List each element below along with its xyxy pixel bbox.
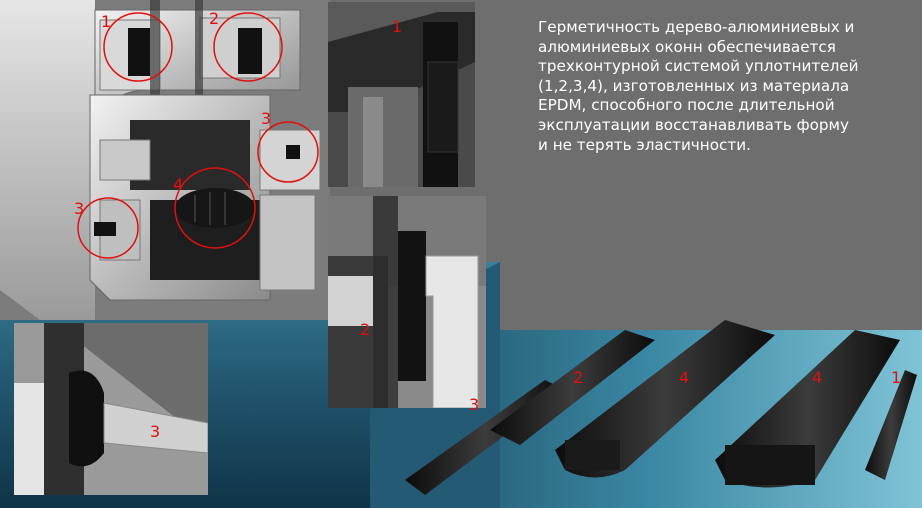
detail-label-3: 3 <box>150 422 161 441</box>
rubber-seal-strips-image <box>405 320 917 495</box>
seal-detail-3-image <box>14 323 208 495</box>
strip-label-4-a: 4 <box>679 368 690 387</box>
window-profile-cross-section-image <box>0 0 330 320</box>
profile-label-3-left: 3 <box>74 199 85 218</box>
profile-label-2: 2 <box>209 9 220 28</box>
strip-label-3: 3 <box>469 395 480 414</box>
profile-label-4: 4 <box>173 175 184 194</box>
profile-label-1: 1 <box>101 12 112 31</box>
strip-label-4-b: 4 <box>812 368 823 387</box>
seal-detail-1-image <box>328 2 475 187</box>
strip-label-1: 1 <box>891 368 902 387</box>
seal-detail-2-image <box>328 196 486 408</box>
profile-label-3-right: 3 <box>261 109 272 128</box>
detail-label-1: 1 <box>392 17 403 36</box>
detail-label-2: 2 <box>360 320 371 339</box>
strip-label-2: 2 <box>573 368 584 387</box>
description-text: Герметичность дерево-алюминиевых и алюми… <box>538 18 859 154</box>
